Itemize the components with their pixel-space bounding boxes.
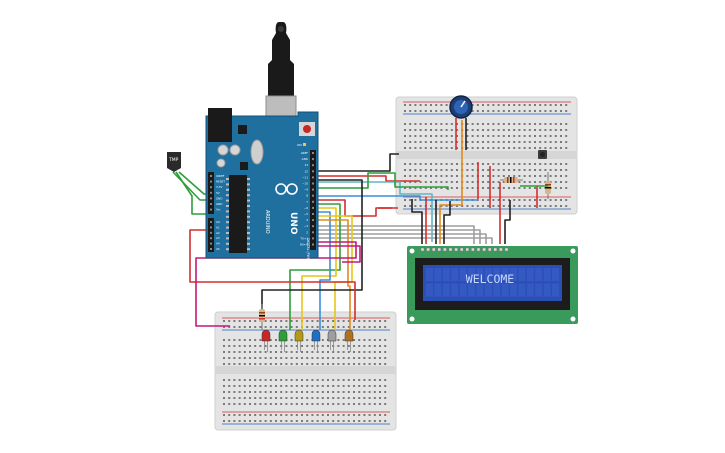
pin-label: 2 — [306, 230, 308, 234]
pin-label: RESET — [216, 180, 225, 184]
wire-sensor-green-2[interactable] — [175, 171, 210, 215]
wire-led-yellow-1[interactable] — [301, 207, 337, 330]
pin-label: 7 — [306, 200, 308, 204]
wire-lcd-black-1[interactable] — [411, 199, 423, 244]
wire-led-black[interactable] — [261, 179, 363, 314]
pin-label: 5V — [216, 191, 220, 195]
wire-5v-red[interactable] — [318, 175, 420, 182]
wire-lcd-blue[interactable] — [318, 195, 478, 201]
pin-label: 8 — [306, 194, 308, 198]
lcd-module[interactable]: WELCOME — [407, 246, 578, 324]
wire-lcd-green[interactable] — [318, 172, 449, 190]
pin-label: A5 — [216, 247, 220, 251]
pin-label: TX→1 — [299, 236, 308, 240]
digital-caption: DIGITAL (PWM ~) — [306, 238, 310, 265]
pin-label: A1 — [216, 225, 220, 229]
wire-gnd-black[interactable] — [318, 153, 399, 172]
pin-label: GND — [216, 196, 222, 200]
pin-label: GND — [302, 157, 308, 161]
led[interactable] — [294, 329, 304, 352]
wire-lcd-black-3[interactable] — [443, 201, 451, 244]
pin-label: AREF — [301, 151, 309, 155]
digital-header[interactable] — [310, 150, 316, 250]
wires — [172, 118, 548, 330]
bottom-breadboard[interactable] — [214, 311, 397, 431]
pin-label: ~3 — [304, 224, 308, 228]
led[interactable] — [311, 329, 321, 352]
wire-magenta-2[interactable] — [318, 245, 361, 263]
pin-label: ~5 — [304, 212, 308, 216]
wire-led-red[interactable] — [318, 199, 398, 217]
led[interactable] — [261, 329, 271, 352]
pin-label: Vin — [216, 208, 221, 212]
pin-label: GND — [216, 202, 222, 206]
resistor-bottom[interactable] — [259, 304, 265, 330]
pin-label: 4 — [306, 218, 308, 222]
pin-label: IOREF — [216, 174, 225, 178]
arduino-uno-board[interactable]: ARDUINO UNO AREF GND 13 12 ~11 ~10 ~9 8 7 ~6 ~5 4 ~3… — [205, 22, 319, 265]
potentiometer[interactable] — [449, 95, 473, 119]
pin-label: A0 — [216, 220, 220, 224]
lcd-pin-header — [420, 247, 509, 252]
digital-pin-labels: AREF GND 13 12 ~11 ~10 ~9 8 7 ~6 ~5 4 ~3 2TX→1RX←0 — [299, 151, 308, 247]
on-label: ON — [297, 143, 302, 147]
pin-label: ~11 — [302, 175, 308, 179]
pin-label: 13 — [304, 163, 308, 167]
pin-label: RX←0 — [300, 243, 308, 247]
analog-header[interactable] — [208, 218, 214, 252]
led[interactable] — [344, 329, 354, 352]
power-jack — [208, 108, 232, 142]
lcd-display-text: WELCOME — [466, 272, 515, 286]
wire-lcd-gray-3[interactable] — [318, 233, 487, 244]
pin-label: 3.3V — [216, 185, 222, 189]
atmega-chip — [229, 175, 247, 253]
wire-led-blue[interactable] — [318, 211, 331, 330]
wire-led-red-2[interactable] — [189, 229, 356, 320]
pin-label: A3 — [216, 236, 220, 240]
temperature-sensor[interactable]: TMP — [167, 152, 181, 172]
wire-lcd-teal[interactable] — [318, 181, 433, 242]
led-row — [261, 329, 354, 352]
pin-label: ~9 — [304, 188, 308, 192]
led[interactable] — [278, 329, 288, 352]
usb-cable — [268, 22, 294, 100]
wire-lcd-black-4[interactable] — [504, 200, 511, 244]
wire-lcd-orange[interactable] — [439, 120, 463, 244]
wire-lcd-gray-4[interactable] — [318, 237, 493, 244]
pin-label: A2 — [216, 231, 220, 235]
pin-label: ~6 — [304, 206, 308, 210]
arduino-logo — [275, 183, 298, 195]
pin-label: A4 — [216, 242, 220, 246]
arduino-brand-label: ARDUINO — [264, 210, 270, 234]
pin-label: 12 — [304, 169, 308, 173]
pin-label: ~10 — [302, 182, 308, 186]
top-breadboard[interactable] — [395, 96, 578, 215]
wire-led-orange[interactable] — [318, 219, 351, 330]
reset-button[interactable] — [303, 125, 311, 133]
arduino-model-label: UNO — [288, 212, 298, 235]
led[interactable] — [327, 329, 337, 352]
push-button[interactable] — [538, 150, 547, 159]
wire-lcd-gray-2[interactable] — [318, 229, 481, 244]
sensor-label: TMP — [168, 157, 179, 163]
resistor-horizontal[interactable] — [500, 177, 523, 183]
